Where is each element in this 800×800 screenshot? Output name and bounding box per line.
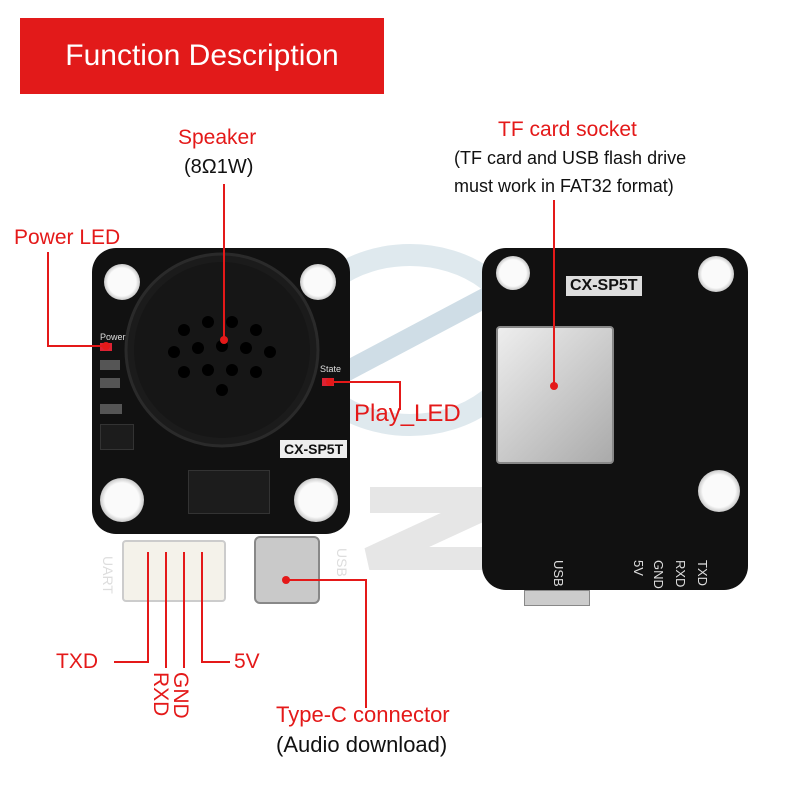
silk-state: State — [320, 364, 342, 374]
silk-power: Power — [100, 332, 126, 342]
play-led-label: Play_LED — [354, 400, 461, 427]
front-smd — [100, 378, 120, 388]
mount-hole — [294, 478, 338, 522]
tf-socket-label: TF card socket — [498, 118, 637, 141]
front-smd — [100, 360, 120, 370]
back-model-label: CX-SP5T — [566, 276, 642, 296]
txd-label: TXD — [56, 650, 98, 673]
main-chip — [188, 470, 270, 514]
type-c-note: (Audio download) — [276, 732, 448, 757]
power-led-label: Power LED — [14, 226, 121, 249]
small-chip — [100, 424, 134, 450]
front-smd — [100, 404, 122, 414]
uart-connector — [122, 540, 226, 602]
mount-hole — [496, 256, 530, 290]
mount-hole — [698, 256, 734, 292]
tf-note-line2: must work in FAT32 format) — [454, 176, 674, 196]
type-c-label: Type-C connector — [276, 702, 450, 727]
gnd-label: GND — [169, 672, 192, 719]
mount-hole — [100, 478, 144, 522]
back-usb-port — [524, 590, 590, 606]
speaker-spec: (8Ω1W) — [184, 156, 254, 178]
tf-note-line1: (TF card and USB flash drive — [454, 148, 687, 168]
speaker-label: Speaker — [178, 126, 257, 149]
mount-hole — [698, 470, 740, 512]
speaker-image — [124, 252, 320, 448]
5v-label: 5V — [234, 650, 260, 673]
function-description-banner: Function Description — [20, 18, 384, 94]
mount-hole — [300, 264, 336, 300]
usb-c-port — [254, 536, 320, 604]
mount-hole — [104, 264, 140, 300]
front-model-label: CX-SP5T — [280, 440, 348, 458]
